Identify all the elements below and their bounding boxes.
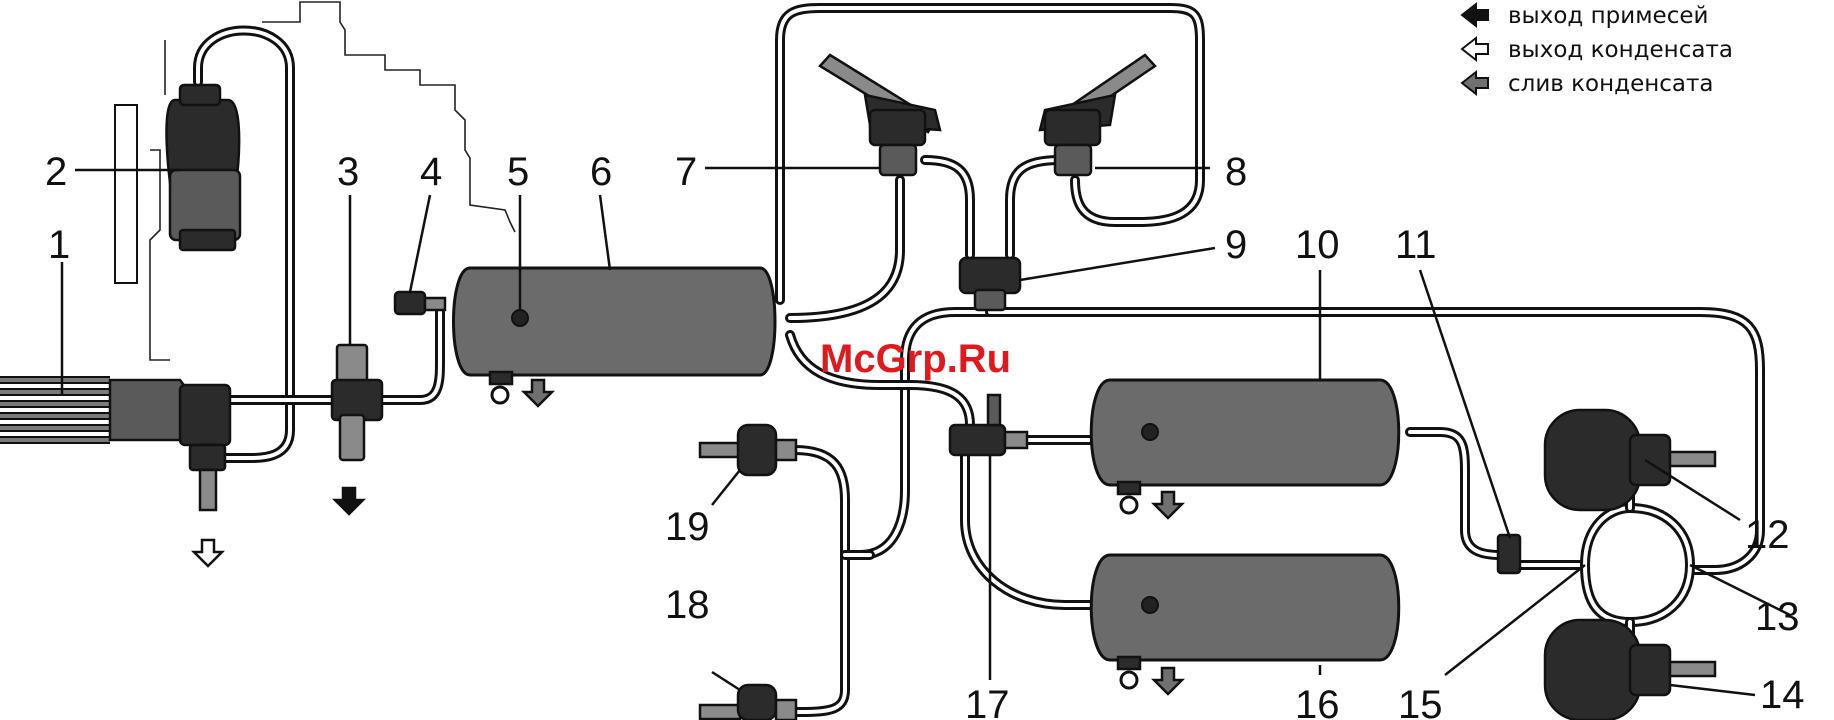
label-8: 8 [1225, 150, 1247, 194]
label-16: 16 [1295, 683, 1340, 720]
valve-4 [395, 292, 445, 314]
label-19: 19 [665, 505, 710, 549]
compressor-head [0, 380, 230, 510]
legend: выход примесей выход конденсата слив кон… [1462, 3, 1733, 97]
front-brake-chamber-19 [700, 425, 796, 475]
gray-arrow-down-icon [1154, 668, 1182, 694]
label-12: 12 [1745, 513, 1790, 557]
receiver-6 [454, 268, 776, 403]
gray-arrow-down-icon [1154, 492, 1182, 518]
legend-item-condensate-outlet: выход конденсата [1508, 37, 1733, 63]
label-7: 7 [675, 150, 697, 194]
hollow-arrow-left-icon [1462, 38, 1488, 60]
tank-6-port [512, 310, 528, 326]
compressor [166, 85, 240, 250]
leader-lines [62, 168, 1790, 695]
label-5: 5 [507, 150, 529, 194]
label-11: 11 [1395, 223, 1437, 267]
legend-item-impurities: выход примесей [1508, 3, 1708, 29]
label-10: 10 [1295, 223, 1340, 267]
gray-arrow-left-icon [1462, 72, 1488, 94]
watermark: McGrp.Ru [820, 337, 1011, 381]
receiver-10 [1091, 380, 1399, 513]
label-17: 17 [965, 683, 1010, 720]
label-14: 14 [1760, 673, 1805, 717]
frame-rail [115, 105, 137, 283]
label-2: 2 [45, 150, 67, 194]
front-brake-chamber-18 [700, 685, 796, 720]
hollow-arrow-down-icon [194, 540, 222, 566]
rear-brake-chamber-14 [1545, 620, 1715, 720]
label-1: 1 [48, 223, 70, 267]
rear-brake-chamber-12 [1545, 410, 1715, 510]
label-18: 18 [665, 583, 710, 627]
label-9: 9 [1225, 223, 1247, 267]
callout-numbers: 1 2 3 4 5 6 7 8 9 10 11 12 13 14 15 16 1… [45, 150, 1805, 720]
label-6: 6 [590, 150, 612, 194]
label-13: 13 [1755, 595, 1800, 639]
double-check-valve-9 [960, 258, 1020, 310]
filled-arrow-left-icon [1462, 4, 1488, 26]
receiver-16 [1091, 555, 1399, 688]
label-15: 15 [1398, 683, 1443, 720]
filled-arrow-down-icon [335, 488, 363, 514]
legend-item-condensate-drain: слив конденсата [1508, 71, 1713, 97]
label-4: 4 [420, 150, 442, 194]
label-3: 3 [337, 150, 359, 194]
valve-11 [1498, 535, 1520, 573]
moisture-separator [332, 345, 382, 460]
gray-arrow-down-icon [524, 380, 552, 406]
brake-valve-8 [1040, 55, 1155, 175]
